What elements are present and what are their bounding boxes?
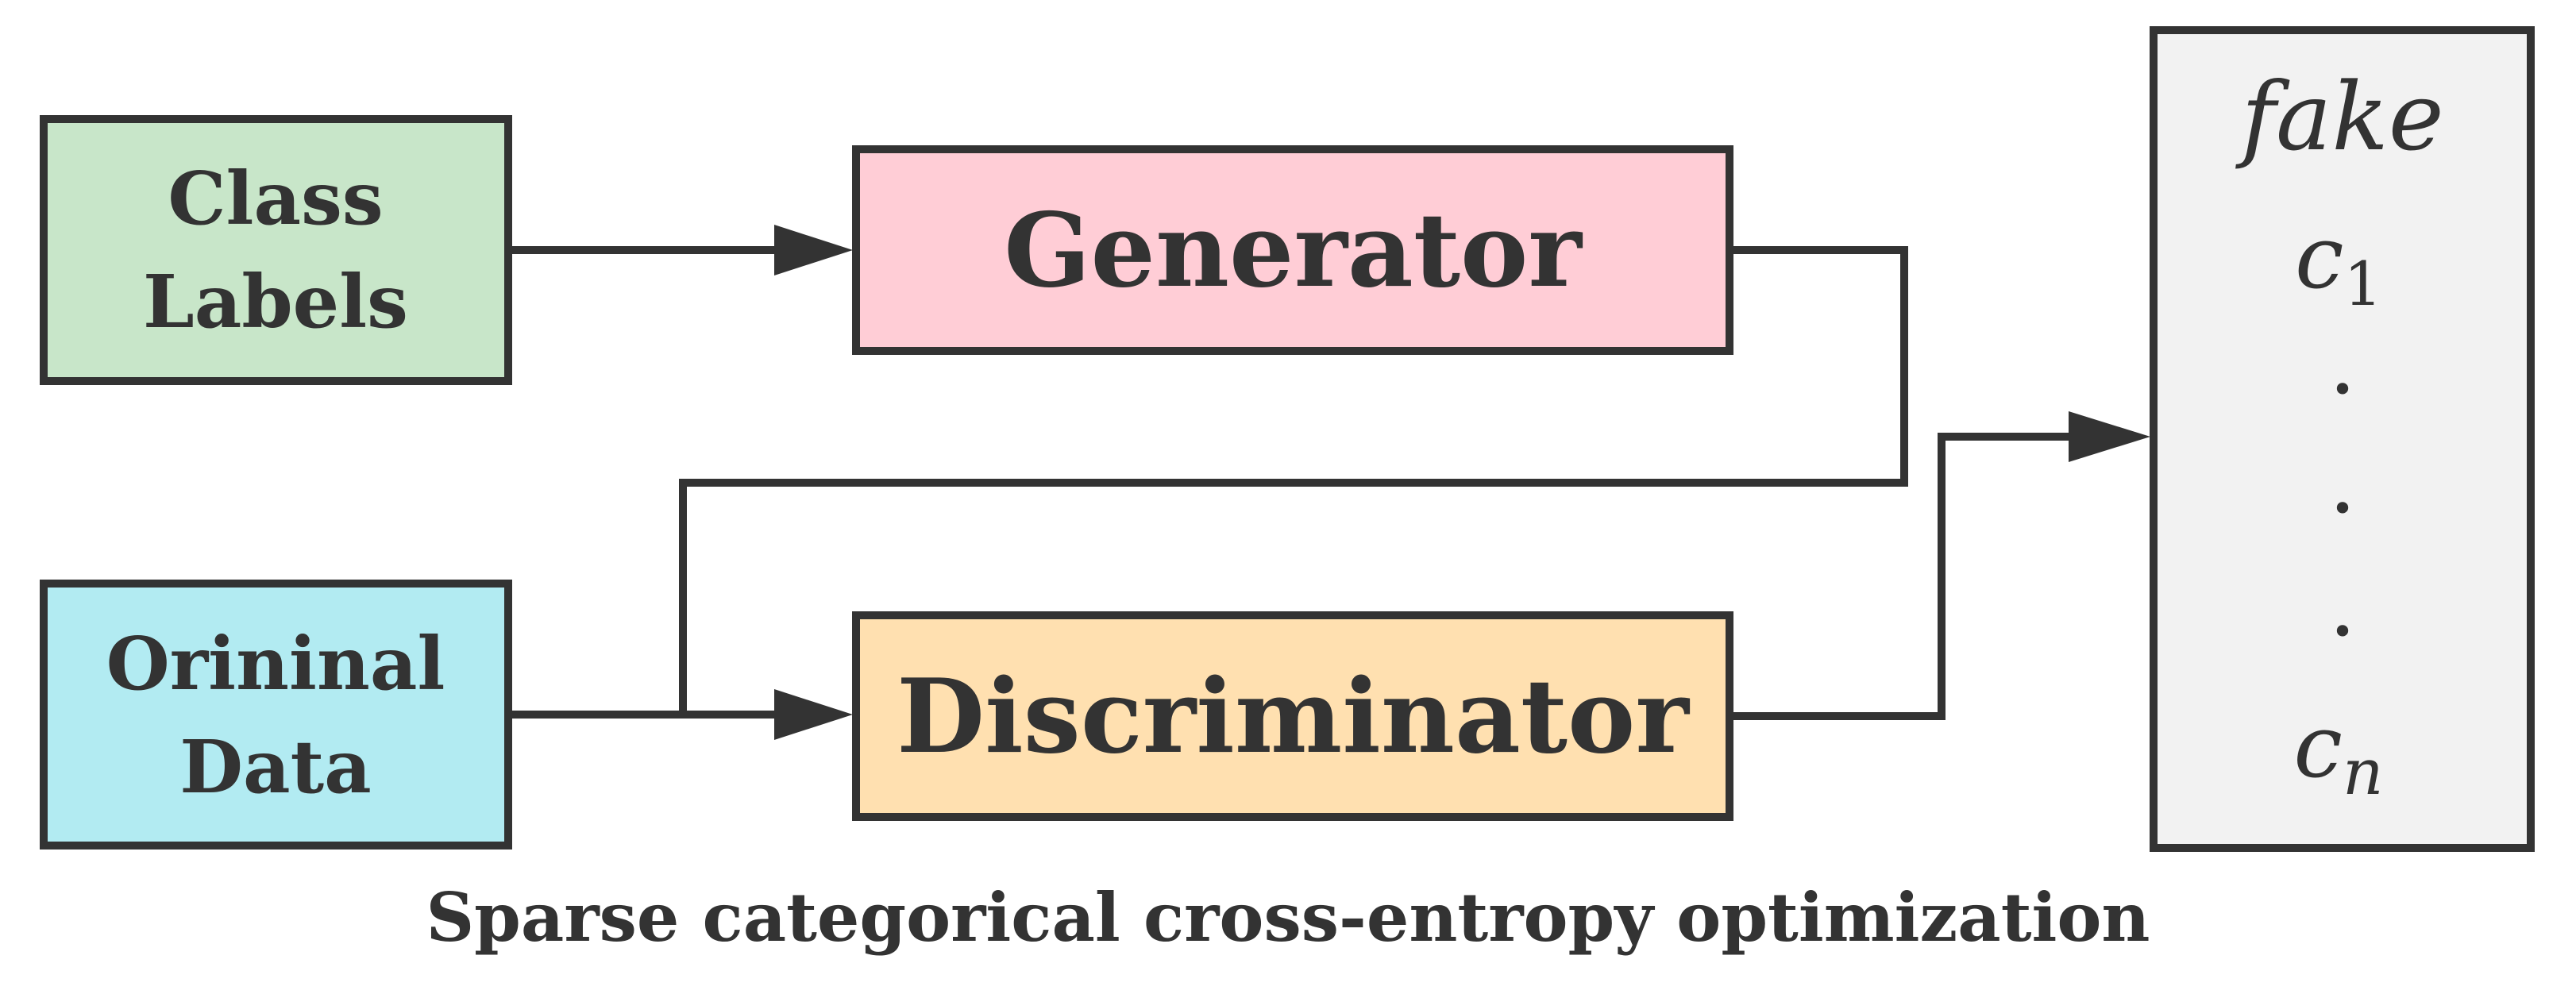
edge-discriminator-to-output-line xyxy=(1730,433,2077,720)
edge-original-data-to-discriminator xyxy=(508,689,853,740)
output-cn-sub: n xyxy=(2343,735,2384,809)
class-labels-box xyxy=(40,115,512,385)
output-c1-base: c xyxy=(2295,206,2344,308)
output-cn-label: cn xyxy=(2293,695,2383,809)
output-c1-label: c1 xyxy=(2295,206,2382,319)
output-node: fake c1 . . . cn xyxy=(2150,26,2535,852)
discriminator-label: Discriminator xyxy=(897,657,1690,776)
original-data-line2: Data xyxy=(179,724,372,810)
generator-box xyxy=(852,145,1733,355)
class-labels-line2: Labels xyxy=(143,259,408,345)
generator-node: Generator xyxy=(852,145,1733,355)
original-data-node: Orininal Data xyxy=(40,580,512,850)
original-data-box xyxy=(40,580,512,850)
output-fake-label: fake xyxy=(2235,62,2443,171)
diagram-caption: Sparse categorical cross-entropy optimiz… xyxy=(426,878,2150,957)
arrow-into-generator xyxy=(774,225,853,275)
output-c1-sub: 1 xyxy=(2344,248,2382,319)
output-box xyxy=(2150,26,2535,852)
arrow-into-discriminator xyxy=(774,689,853,740)
edge-generator-loop-line xyxy=(679,246,1908,715)
output-cn-base: c xyxy=(2293,695,2343,797)
class-labels-node: Class Labels xyxy=(40,115,512,385)
original-data-line1: Orininal xyxy=(106,621,445,707)
edge-discriminator-to-output xyxy=(1730,411,2150,720)
class-labels-line1: Class xyxy=(168,156,383,241)
output-dot-2: . xyxy=(2329,431,2357,533)
discriminator-node: Discriminator xyxy=(852,611,1733,821)
edge-generator-to-discriminator xyxy=(679,246,1908,715)
generator-label: Generator xyxy=(1004,191,1583,310)
arrow-into-output xyxy=(2069,411,2150,462)
output-dot-3: . xyxy=(2329,554,2357,656)
output-dot-1: . xyxy=(2329,312,2357,414)
edge-class-labels-to-generator xyxy=(508,225,853,275)
